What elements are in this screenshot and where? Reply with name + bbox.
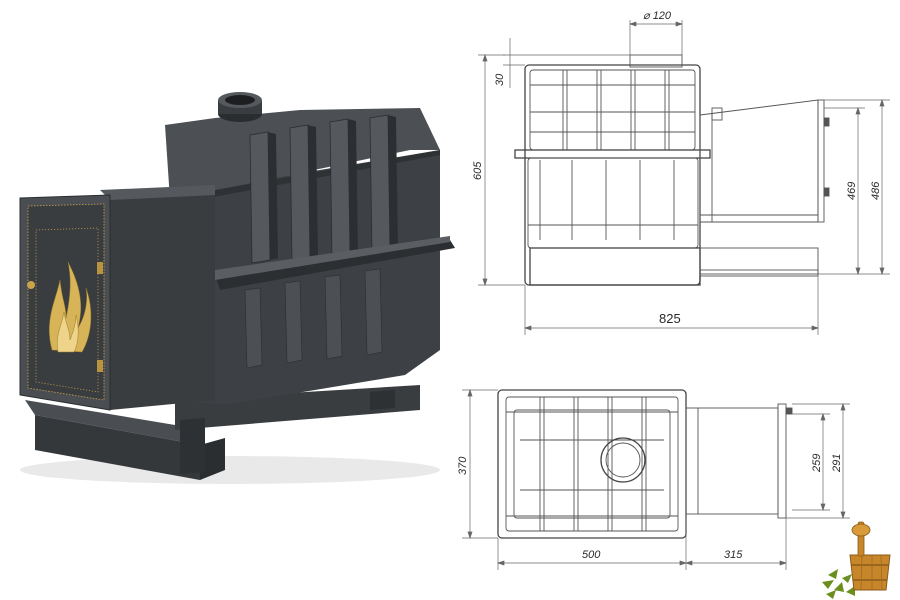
dim-depth-label: 370 <box>457 456 469 475</box>
dim-tunnel-height-inner-label: 469 <box>846 182 858 200</box>
dim-body-length-label: 500 <box>582 549 601 561</box>
dim-tunnel-height-outer-label: 486 <box>870 181 882 200</box>
dim-chimney-diameter-label: ⌀ 120 <box>643 10 672 22</box>
dim-tunnel-length-label: 315 <box>724 549 743 561</box>
sauna-bucket-broom-logo <box>822 521 891 599</box>
dim-total-height-label: 605 <box>472 161 484 180</box>
side-view-drawing: ⌀ 120 30 605 825 <box>472 10 890 335</box>
stove-3d-render <box>19 92 455 484</box>
dim-top-offset-label: 30 <box>494 73 506 86</box>
dim-total-length-label: 825 <box>659 311 681 326</box>
dim-tunnel-width-outer-label: 291 <box>831 454 843 473</box>
top-view-drawing: 370 500 315 259 291 <box>457 388 850 570</box>
flame-ornament-icon <box>49 261 92 353</box>
dim-tunnel-width-inner-label: 259 <box>811 454 823 473</box>
